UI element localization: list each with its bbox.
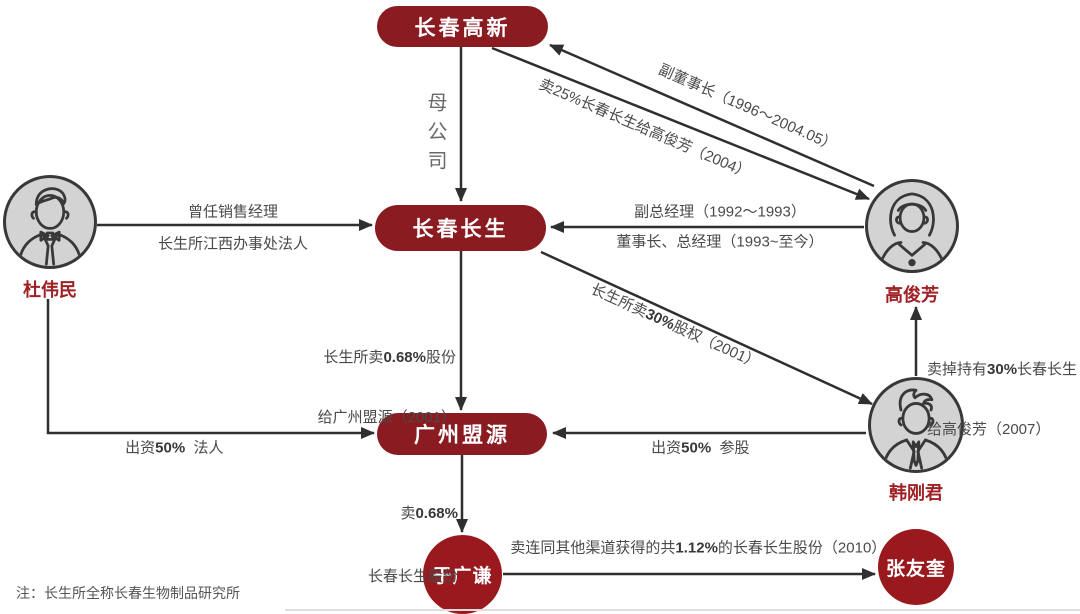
label-text: 参股 [711,439,750,457]
edge-du-to-mengyuan [46,299,375,439]
edge-gaoxin-to-gao [491,46,870,201]
label-text: 的长春长生股份（2010） [717,539,887,557]
label-bold: 30% [987,361,1018,378]
person-name-gao-junfang: 高俊芳 [885,285,939,305]
edge-label-sales-manager: 曾任销售经理 [187,203,279,221]
male-bowtie-avatar-icon [17,187,83,266]
label-bold: 50% [681,439,712,457]
label-text: 法人 [185,439,224,457]
node-zhang-youkui: 张友奎 [878,529,954,605]
edge-label-jiangxi-legal: 长生所江西办事处法人 [157,235,309,253]
edge-changsheng-to-han [540,250,873,406]
node-yu-guangqian: 于广谦 [423,535,502,614]
edge-label-invest-50-legal: 出资50% 法人 [108,420,223,475]
edge-label-sell-30-2007: 卖掉持有30%长春长生 给高俊芳（2007） [927,320,1077,480]
label-text: 长春长生 [1017,361,1078,378]
edge-label-sell-068-2007: 卖0.68% 长春长生股份 （2007） [368,461,458,614]
node-guangzhou-mengyuan: 广州盟源 [377,413,547,455]
node-changchun-gaoxin: 长春高新 [377,6,548,47]
bottom-divider [285,609,1080,611]
female-avatar-icon [877,192,947,270]
label-bold: 0.68% [383,349,426,366]
label-bold: 50% [155,439,186,457]
edge-label-deputy-gm: 副总经理（1992～1993） [634,203,806,221]
edge-gao-to-gaoxin [549,43,875,188]
person-name-du-weimin: 杜伟民 [23,280,77,300]
edge-label-invest-50-share: 出资50% 参股 [634,420,749,475]
node-changchun-changsheng: 长春长生 [375,205,546,251]
label-bold: 0.68% [415,505,458,522]
person-name-han-gangjun: 韩刚君 [889,483,943,503]
du-weimin-avatar [3,175,97,269]
label-text: 给广州盟源（2001） [317,409,456,426]
edge-label-sell-112-2010: 卖连同其他渠道获得的共1.12%的长春长生股份（2010） [494,520,887,575]
label-text: 卖 [400,505,416,522]
label-text: 出资 [651,439,682,457]
footnote: 注：长生所全称长春生物制品研究所 [16,585,240,601]
label-text: 长春长生股份 [367,568,458,585]
label-text: 长生所卖 [588,280,650,322]
gao-junfang-avatar [865,179,959,273]
edge-label-parent-company: 母公司 [424,92,446,179]
label-text: 卖掉持有 [927,361,988,378]
edge-label-sell-068-2001: 长生所卖0.68%股份 给广州盟源（2001） [318,308,456,468]
label-text: 卖连同其他渠道获得的共 [510,539,676,557]
label-text: 出资 [125,439,156,457]
edge-label-chairman-gm: 董事长、总经理（1993~至今） [616,233,824,251]
label-text: 长生所卖 [323,349,384,366]
label-text: 给高俊芳（2007） [927,421,1051,438]
label-text: 股份 [425,349,456,366]
label-bold: 1.12% [675,539,718,557]
han-gangjun-avatar [868,377,964,473]
